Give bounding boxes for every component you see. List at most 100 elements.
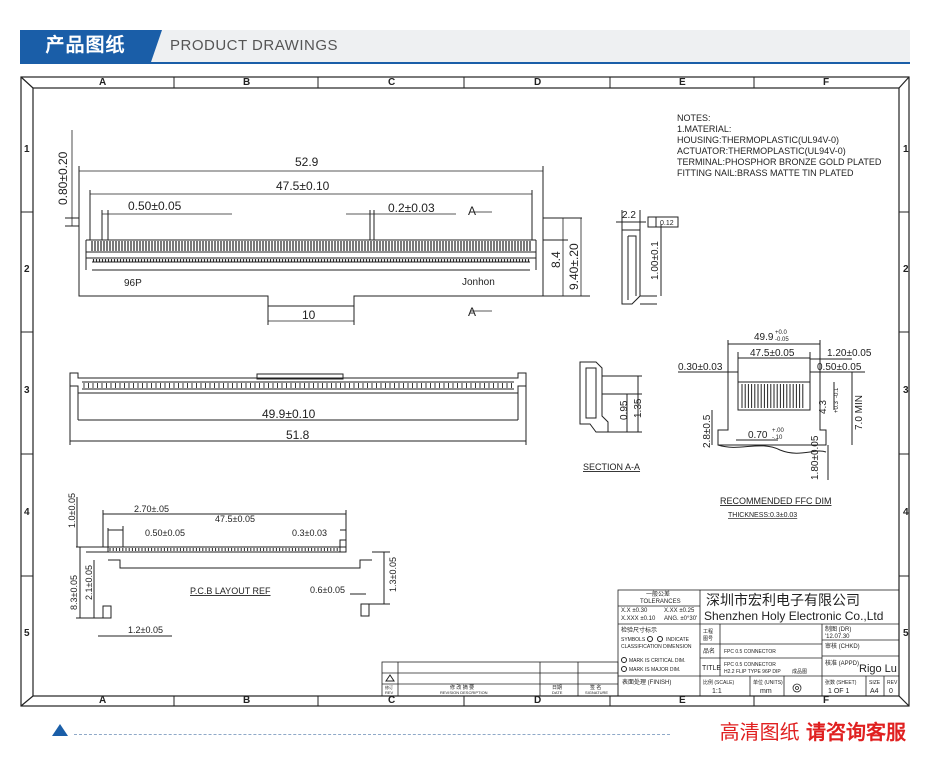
footer-triangle-icon	[52, 724, 68, 736]
frame-row-label: 2	[903, 264, 909, 275]
frame-col-label: D	[534, 77, 541, 88]
sheet-val: 1 OF 1	[828, 688, 850, 695]
revtable-rev-en: REV	[385, 690, 394, 695]
rev-val: 0	[889, 688, 893, 695]
top-view-labels: 96P Jonhon	[124, 277, 495, 289]
footer-text-b: 请咨询客服	[806, 720, 906, 744]
ffc-dim-left: 0.30±0.03	[678, 362, 723, 373]
title-val-2: H2.2 FLIP TYPE 96P DIP	[724, 669, 781, 675]
part-cn2: 图号	[703, 636, 713, 642]
pcb-dim-b: 2.70±.05	[134, 504, 169, 514]
company-cn: 深圳市宏利电子有限公司	[706, 592, 860, 608]
pcb-dim-g: 8.3±0.05	[69, 575, 79, 610]
drawn-label: 制图 (DR)	[825, 625, 851, 633]
check-1: SYMBOLS	[621, 637, 646, 643]
check-3: CLASSIFICATION DIMENSION	[621, 644, 692, 650]
frame-row-label: 2	[24, 264, 30, 275]
pcb-layout	[76, 497, 390, 637]
ffc-dim-pitch-span: 47.5±0.05	[750, 348, 795, 359]
title-val-3: 成品图	[792, 668, 807, 675]
scale-label: 比例 (SCALE)	[703, 679, 734, 686]
appd-val: Rigo Lu	[859, 663, 897, 675]
frame-ticks	[21, 77, 909, 706]
header-underline	[20, 62, 910, 64]
frame-row-label: 5	[24, 628, 30, 639]
frame-col-label: F	[823, 77, 829, 88]
dim-front-body: 49.9±0.10	[262, 407, 316, 421]
symbol-circle-icon	[657, 636, 663, 642]
section-a-a-view	[579, 361, 642, 433]
notes-block: NOTES:1.MATERIAL:HOUSING:THERMOPLASTIC(U…	[677, 113, 882, 178]
title-block-text: 一般公差 TOLERANCES X.X ±0.30 X.XX ±0.25 X.X…	[385, 590, 898, 695]
title-label: TITLE	[702, 665, 721, 672]
ffc-dim-pitch: 0.50±0.05	[817, 362, 862, 373]
ffc-dim-tab-tol-up: +0.3	[834, 400, 840, 413]
ffc-dim-tab: 4.3	[818, 400, 829, 414]
tol-4: ANG. ±0°30'	[664, 616, 697, 622]
connector-side-view	[616, 210, 679, 305]
sheet-label: 张数 (SHEET)	[825, 679, 857, 686]
dim-section-a: 0.95	[619, 400, 630, 420]
frame-row-label: 4	[24, 507, 30, 518]
revision-triangle-icon	[385, 674, 395, 682]
top-view-dimensions	[71, 130, 582, 322]
note-line: FITTING NAIL:BRASS MATTE TIN PLATED	[677, 168, 854, 178]
pcb-dim-a: 1.0±0.05	[67, 493, 77, 528]
tol-3: X.XXX ±0.10	[621, 616, 656, 622]
ffc-dim-width-tol-up: +.00	[772, 428, 785, 434]
finish-label: 表面处理 (FINISH)	[622, 678, 671, 686]
section-mark-bottom: A	[468, 305, 476, 319]
frame-col-label: F	[823, 695, 829, 706]
section-mark-top: A	[468, 204, 476, 218]
dim-contact: 0.2±0.03	[388, 201, 435, 215]
ffc-dim-total-tol-dn: -0.05	[775, 337, 789, 343]
symbol-circle-icon	[647, 636, 653, 642]
dim-side-width: 2.2	[622, 210, 636, 221]
pcb-dim-e: 0.3±0.03	[292, 528, 327, 538]
ffc-label: RECOMMENDED FFC DIM	[720, 496, 832, 506]
check-2: INDICATE	[666, 637, 690, 643]
name-val: FPC 0.5 CONNECTOR	[724, 649, 776, 655]
pcb-dim-h: 2.1±0.05	[84, 565, 94, 600]
side-view-dim-labels: 2.2 0.12 1.00±0.1	[622, 210, 674, 280]
frame-row-label: 1	[24, 144, 30, 155]
label-brand: Jonhon	[462, 277, 495, 288]
footer-cta: 高清图纸 请咨询客服	[720, 716, 906, 745]
pcb-dim-labels: 1.0±0.05 2.70±.05 47.5±0.05 0.50±0.05 0.…	[67, 493, 398, 635]
header-bar: 产品图纸 PRODUCT DRAWINGS	[20, 30, 910, 62]
revtable-sign-cn: 签 名	[590, 684, 601, 691]
tol-1: X.X ±0.30	[621, 608, 648, 614]
part-cn: 工程	[703, 628, 713, 635]
frame-col-label: A	[99, 695, 106, 706]
frame-col-label: C	[388, 77, 395, 88]
note-line: TERMINAL:PHOSPHOR BRONZE GOLD PLATED	[677, 157, 882, 167]
appd-label: 核准 (APPD)	[825, 659, 859, 667]
dim-pitch-span: 47.5±0.10	[276, 179, 330, 193]
major-mark-icon	[621, 666, 627, 672]
revtable-date-cn: 日期	[552, 685, 562, 691]
revtable-desc-cn: 修 改 摘 要	[450, 684, 474, 691]
scale-val: 1:1	[712, 688, 722, 695]
frame-col-label: D	[534, 695, 541, 706]
ffc-dim-labels: 49.9 +0.0 -0.05 47.5±0.05 1.20±0.05 0.30…	[678, 330, 872, 519]
dim-depth-b: 9.40±.20	[567, 243, 581, 290]
frame-col-label: C	[388, 695, 395, 706]
connector-pin-array	[91, 241, 531, 262]
footer-divider	[74, 734, 670, 735]
pcb-pads	[109, 548, 338, 551]
check-4: MARK IS CRITICAL DIM.	[629, 658, 686, 664]
tol-en: TOLERANCES	[640, 599, 681, 605]
tol-cn: 一般公差	[646, 590, 670, 598]
pcb-dim-j: 1.2±0.05	[128, 625, 163, 635]
ffc-dim-min: 7.0 MIN	[854, 395, 865, 430]
dim-overall: 52.9	[295, 155, 319, 169]
header-title: PRODUCT DRAWINGS	[170, 37, 339, 54]
ffc-outline	[678, 340, 865, 480]
ffc-dim-bottom: 1.80±0.05	[810, 435, 821, 480]
revtable-date-en: DATE	[552, 690, 563, 695]
ffc-thickness: THICKNESS:0.3±0.03	[728, 512, 797, 519]
frame-row-label: 3	[24, 385, 30, 396]
header-tab-cn: 产品图纸	[20, 30, 162, 62]
frame-col-label: E	[679, 77, 686, 88]
